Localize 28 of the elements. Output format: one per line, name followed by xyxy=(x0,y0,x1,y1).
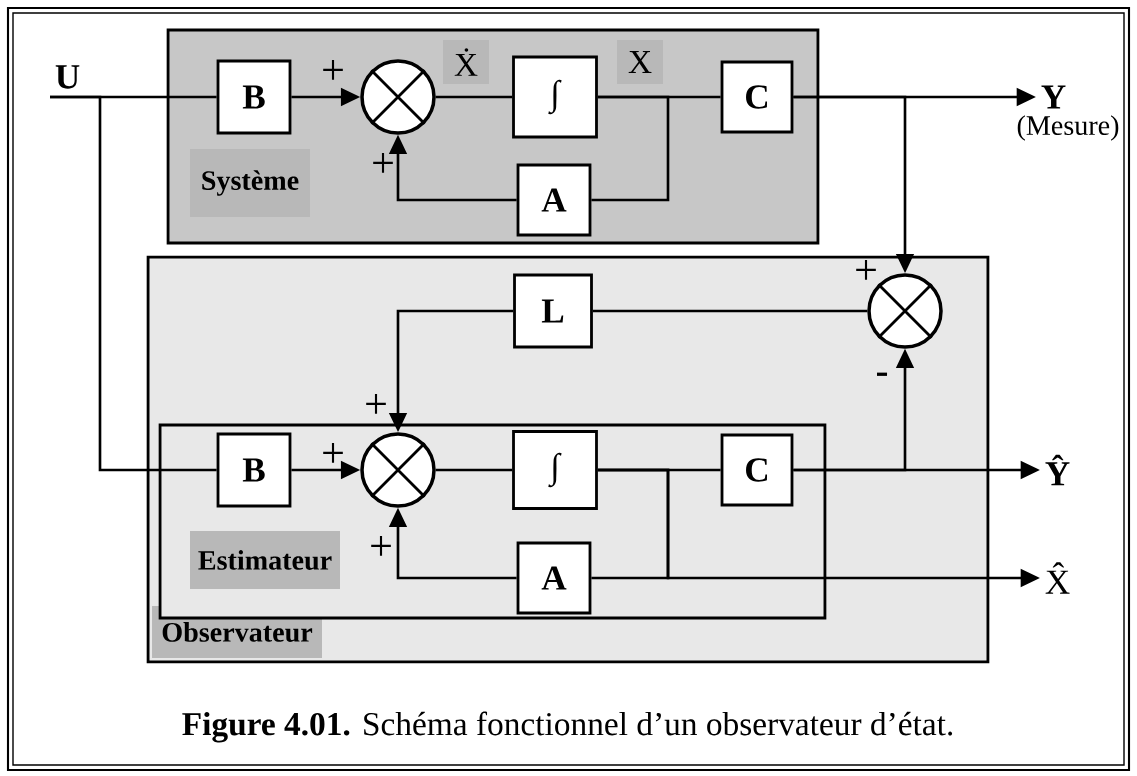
block-box: C xyxy=(720,60,794,134)
sign-label: + xyxy=(856,260,876,280)
figure-caption: Figure 4.01. Schéma fonctionnel d’un observateur d’état. xyxy=(182,711,953,743)
block-box: A xyxy=(516,163,592,237)
signal-label: U xyxy=(55,65,80,89)
sign-label: + xyxy=(366,394,386,414)
signal-label: Ẋ xyxy=(443,40,489,84)
summing-junction xyxy=(360,432,436,508)
signal-label: Ŷ xyxy=(1045,454,1070,486)
signal-note: (Mesure) xyxy=(1017,115,1119,141)
signal-label: X xyxy=(617,40,663,84)
signal-label: X̂ xyxy=(1045,562,1070,594)
block-box: B xyxy=(216,59,292,135)
signal-label: Y xyxy=(1041,85,1066,109)
block-box: ∫ xyxy=(512,55,598,139)
block-box: B xyxy=(216,432,292,508)
block-box: A xyxy=(516,541,592,615)
block-box: L xyxy=(513,273,593,349)
block-box: C xyxy=(720,433,794,507)
region-label: Système xyxy=(190,149,310,217)
region-label: Estimateur xyxy=(190,531,340,589)
sign-label: + xyxy=(323,443,343,463)
sign-label: - xyxy=(876,372,888,376)
sign-label: + xyxy=(371,536,391,556)
summing-junction xyxy=(360,59,436,135)
sign-label: + xyxy=(373,153,393,173)
sign-label: + xyxy=(323,60,343,80)
block-box: ∫ xyxy=(512,430,598,510)
